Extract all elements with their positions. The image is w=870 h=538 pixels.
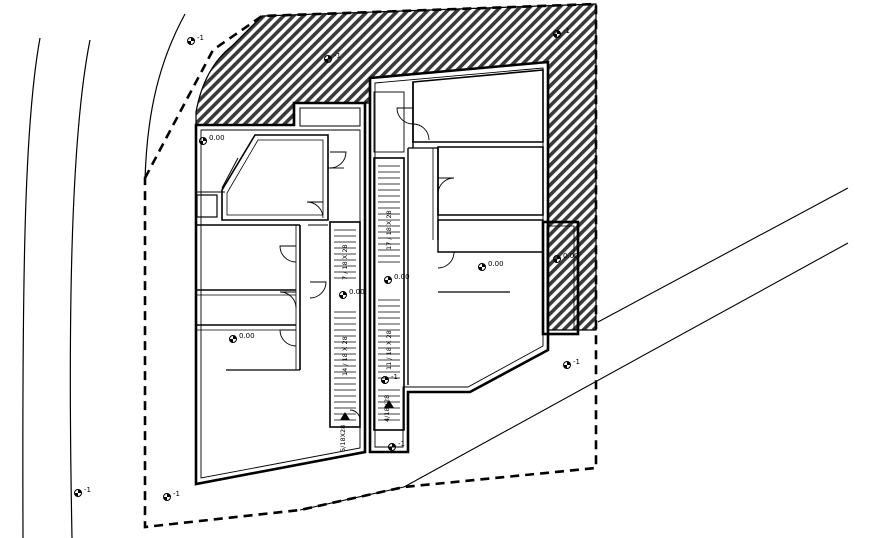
level-markers: -1 -1 -1 0.00 0.00 0.00 — [74, 27, 580, 501]
level-label-room-r: 0.00 — [488, 260, 504, 268]
level-label-room-tl: 0.00 — [209, 134, 225, 142]
level-label-room-bl: 0.00 — [239, 332, 255, 340]
level-label-site-c: -1 — [563, 27, 570, 35]
level-label-site-d: -1 — [573, 358, 580, 366]
level-marker-site-a: -1 — [187, 34, 204, 45]
level-label-site-b: -1 — [334, 52, 341, 60]
level-marker-site-h: -1 — [381, 373, 398, 384]
level-label-stair-a: 0.00 — [349, 288, 365, 296]
stair-label-bottom-b: 4/18X28 — [383, 395, 391, 422]
level-label-site-f: -1 — [173, 490, 180, 498]
level-label-site-h: -1 — [391, 373, 398, 381]
hatched-terrain — [195, 3, 597, 331]
level-marker-site-d: -1 — [563, 358, 580, 369]
level-label-stair-b: 0.00 — [394, 273, 410, 281]
level-marker-room-tl: 0.00 — [199, 134, 225, 145]
level-marker-room-r: 0.00 — [478, 260, 504, 271]
stair-label-left-upper: 7 / 18 X 28 — [341, 244, 349, 280]
stair-label-right-upper: 17 / 18 X 28 — [385, 210, 393, 250]
left-stair-treads — [334, 229, 356, 421]
stair-labels: 7 / 18 X 28 14 / 18 X 28 17 / 18 X 28 11… — [339, 210, 393, 452]
level-label-site-g: -1 — [84, 486, 91, 494]
right-block — [368, 60, 580, 454]
level-marker-stair-a: 0.00 — [339, 288, 365, 299]
level-label-site-a: -1 — [197, 34, 204, 42]
level-marker-site-f: -1 — [163, 490, 180, 501]
left-block — [194, 101, 367, 486]
stair-label-bottom-a: 5/18X28 — [339, 425, 347, 452]
level-marker-balcony: 0.00 — [553, 252, 579, 263]
door-swings — [279, 107, 455, 421]
level-label-balcony: 0.00 — [563, 252, 579, 260]
stair-label-right-lower: 11 / 18 X 28 — [385, 330, 393, 370]
stair-arrows — [340, 400, 394, 420]
level-marker-site-b: -1 — [324, 52, 341, 63]
level-marker-room-bl: 0.00 — [229, 332, 255, 343]
right-stair-treads — [378, 165, 400, 421]
level-marker-site-e: -1 — [388, 440, 405, 451]
road-curves — [22, 13, 186, 538]
stair-label-left-lower: 14 / 18 X 28 — [341, 336, 349, 376]
level-label-site-e: -1 — [398, 440, 405, 448]
level-marker-stair-b: 0.00 — [384, 273, 410, 284]
level-marker-site-g: -1 — [74, 486, 91, 497]
level-marker-site-c: -1 — [553, 27, 570, 38]
